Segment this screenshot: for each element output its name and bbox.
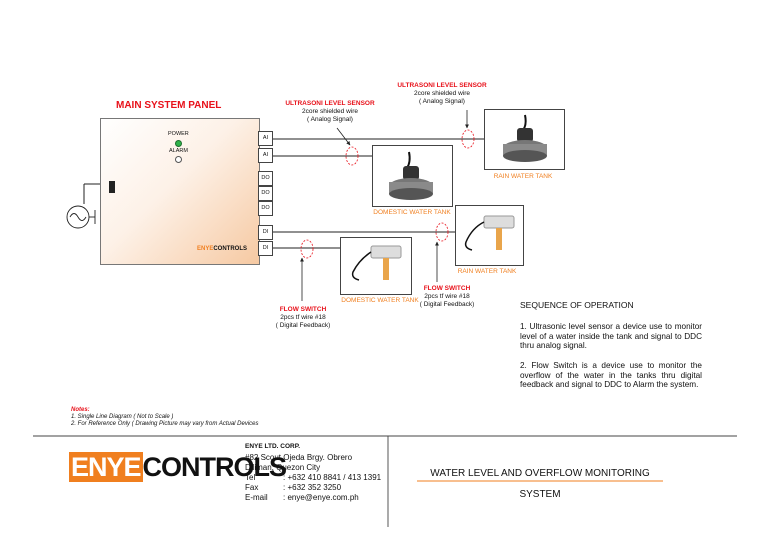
- company-name: ENYE LTD. CORP.: [245, 443, 301, 450]
- flow-switch-image-domestic: [340, 237, 412, 295]
- rain-water-tank-label-top: RAIN WATER TANK: [493, 173, 553, 180]
- domestic-water-tank-label-top: DOMESTIC WATER TANK: [373, 209, 451, 216]
- terminal-ai-2: AI: [258, 148, 273, 163]
- ultrasonic-sensor-label-1: ULTRASONI LEVEL SENSOR 2core shielded wi…: [285, 100, 375, 123]
- domestic-water-tank-label-bottom: DOMESTIC WATER TANK: [341, 297, 419, 304]
- terminal-do-3: DO: [258, 201, 273, 216]
- terminal-di-2: DI: [258, 241, 273, 256]
- flow-switch-label-1: FLOW SWITCH 2pcs tf wire #18 ( Digital F…: [275, 306, 331, 329]
- cable-marker-di2: [435, 222, 449, 242]
- terminal-do-2: DO: [258, 186, 273, 201]
- terminal-ai-1: AI: [258, 131, 273, 146]
- terminal-di-1: DI: [258, 225, 273, 240]
- sequence-step-1: 1. Ultrasonic level sensor a device use …: [520, 322, 702, 351]
- enye-controls-logo: ENYECONTROLS: [69, 452, 287, 482]
- cable-marker-ai1: [345, 146, 359, 166]
- company-address: #82 Scout Ojeda Brgy. Obrero Diliman, Qu…: [245, 453, 382, 502]
- panel-switch-icon: [109, 181, 115, 193]
- drawing-title: WATER LEVEL AND OVERFLOW MONITORING SYST…: [430, 468, 650, 500]
- terminal-do-1: DO: [258, 171, 273, 186]
- ultrasonic-sensor-image-domestic: [372, 145, 453, 207]
- rain-water-tank-label-bottom: RAIN WATER TANK: [457, 268, 517, 275]
- power-led-icon: [175, 140, 182, 147]
- arrow-ultra1: [336, 127, 351, 146]
- ultrasonic-sensor-label-2: ULTRASONI LEVEL SENSOR 2core shielded wi…: [397, 82, 487, 105]
- panel-brand: ENYECONTROLS: [197, 246, 248, 252]
- flow-switch-image-rain: [455, 205, 524, 266]
- flow-switch-label-2: FLOW SWITCH 2pcs tf wire #18 ( Digital F…: [419, 285, 475, 308]
- panel-title: MAIN SYSTEM PANEL: [116, 100, 222, 111]
- alarm-led-icon: [175, 156, 182, 163]
- ultrasonic-sensor-image-rain: [484, 109, 565, 170]
- sequence-title: SEQUENCE OF OPERATION: [520, 300, 634, 310]
- cable-marker-ai2: [461, 129, 475, 149]
- notes: Notes: 1. Single Line Diagram ( Not to S…: [71, 407, 259, 427]
- cable-marker-di1: [300, 239, 314, 259]
- sequence-step-2: 2. Flow Switch is a device use to monito…: [520, 361, 702, 390]
- power-label: POWER: [168, 131, 189, 137]
- alarm-label: ALARM: [169, 148, 188, 154]
